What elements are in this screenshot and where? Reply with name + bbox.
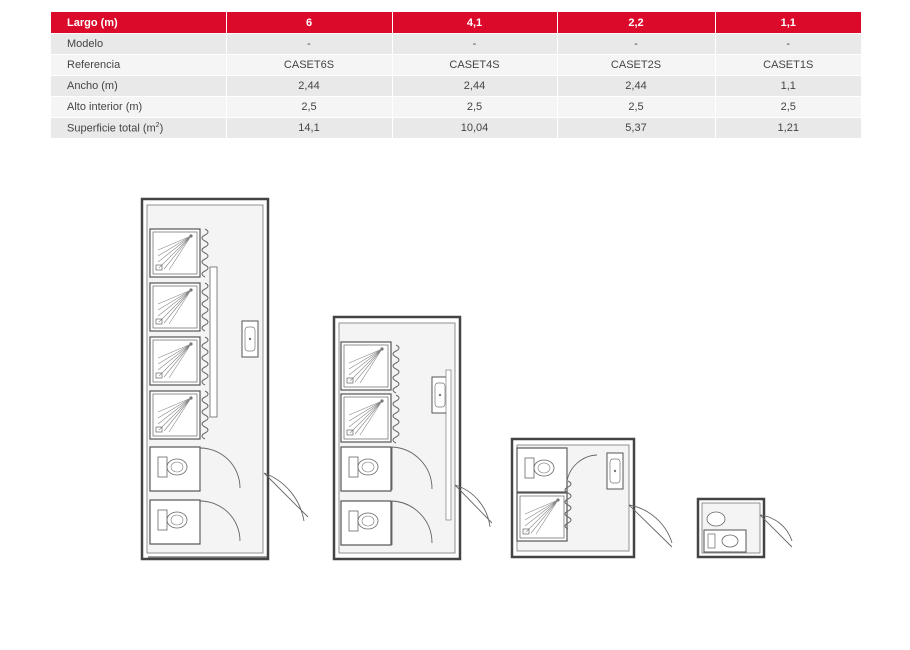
row-label: Referencia (51, 54, 227, 76)
floor-plans (140, 197, 793, 561)
table-cell: - (557, 33, 716, 55)
table-row: Modelo - - - - (51, 33, 861, 55)
table-cell: - (715, 33, 861, 55)
table-cell: 2,44 (557, 75, 716, 97)
table-cell: 5,37 (557, 117, 716, 138)
table-cell: 1,1 (715, 75, 861, 97)
table-cell: - (392, 33, 558, 55)
superscript: 2 (155, 121, 160, 129)
table-cell: 10,04 (392, 117, 558, 138)
table-cell: 1,21 (715, 117, 861, 138)
table-row: Superficie total (m2) 14,1 10,04 5,37 1,… (51, 117, 861, 138)
row-label: Modelo (51, 33, 227, 55)
header-cell: 4,1 (392, 12, 558, 34)
row-label: Alto interior (m) (51, 96, 227, 118)
floor-plan-caset6s (140, 197, 309, 561)
table-cell: 2,5 (392, 96, 558, 118)
table-cell: CASET2S (557, 54, 716, 76)
table-cell: 2,5 (226, 96, 393, 118)
table-cell: CASET1S (715, 54, 861, 76)
table-cell: 2,5 (557, 96, 716, 118)
floor-plan-caset4s (332, 315, 493, 561)
table-row: Referencia CASET6S CASET4S CASET2S CASET… (51, 54, 861, 76)
row-label: Ancho (m) (51, 75, 227, 97)
floor-plan-caset1s (696, 497, 793, 559)
row-label-end: ) (159, 122, 164, 135)
row-label-text: Superficie total (m (67, 122, 156, 135)
header-cell: 1,1 (715, 12, 861, 34)
table-cell: 2,44 (226, 75, 393, 97)
header-cell: Largo (m) (51, 12, 227, 34)
table-cell: 14,1 (226, 117, 393, 138)
table-cell: 2,5 (715, 96, 861, 118)
header-row: Largo (m) 6 4,1 2,2 1,1 (51, 12, 861, 34)
table-cell: 2,44 (392, 75, 558, 97)
table-cell: CASET6S (226, 54, 393, 76)
table-cell: - (226, 33, 393, 55)
row-label: Superficie total (m2) (51, 117, 227, 138)
table-cell: CASET4S (392, 54, 558, 76)
table-row: Alto interior (m) 2,5 2,5 2,5 2,5 (51, 96, 861, 118)
floor-plan-caset2s (510, 437, 673, 559)
table-row: Ancho (m) 2,44 2,44 2,44 1,1 (51, 75, 861, 97)
header-cell: 6 (226, 12, 393, 34)
header-cell: 2,2 (557, 12, 716, 34)
spec-table: Largo (m) 6 4,1 2,2 1,1 Modelo - - - - R… (51, 12, 861, 138)
